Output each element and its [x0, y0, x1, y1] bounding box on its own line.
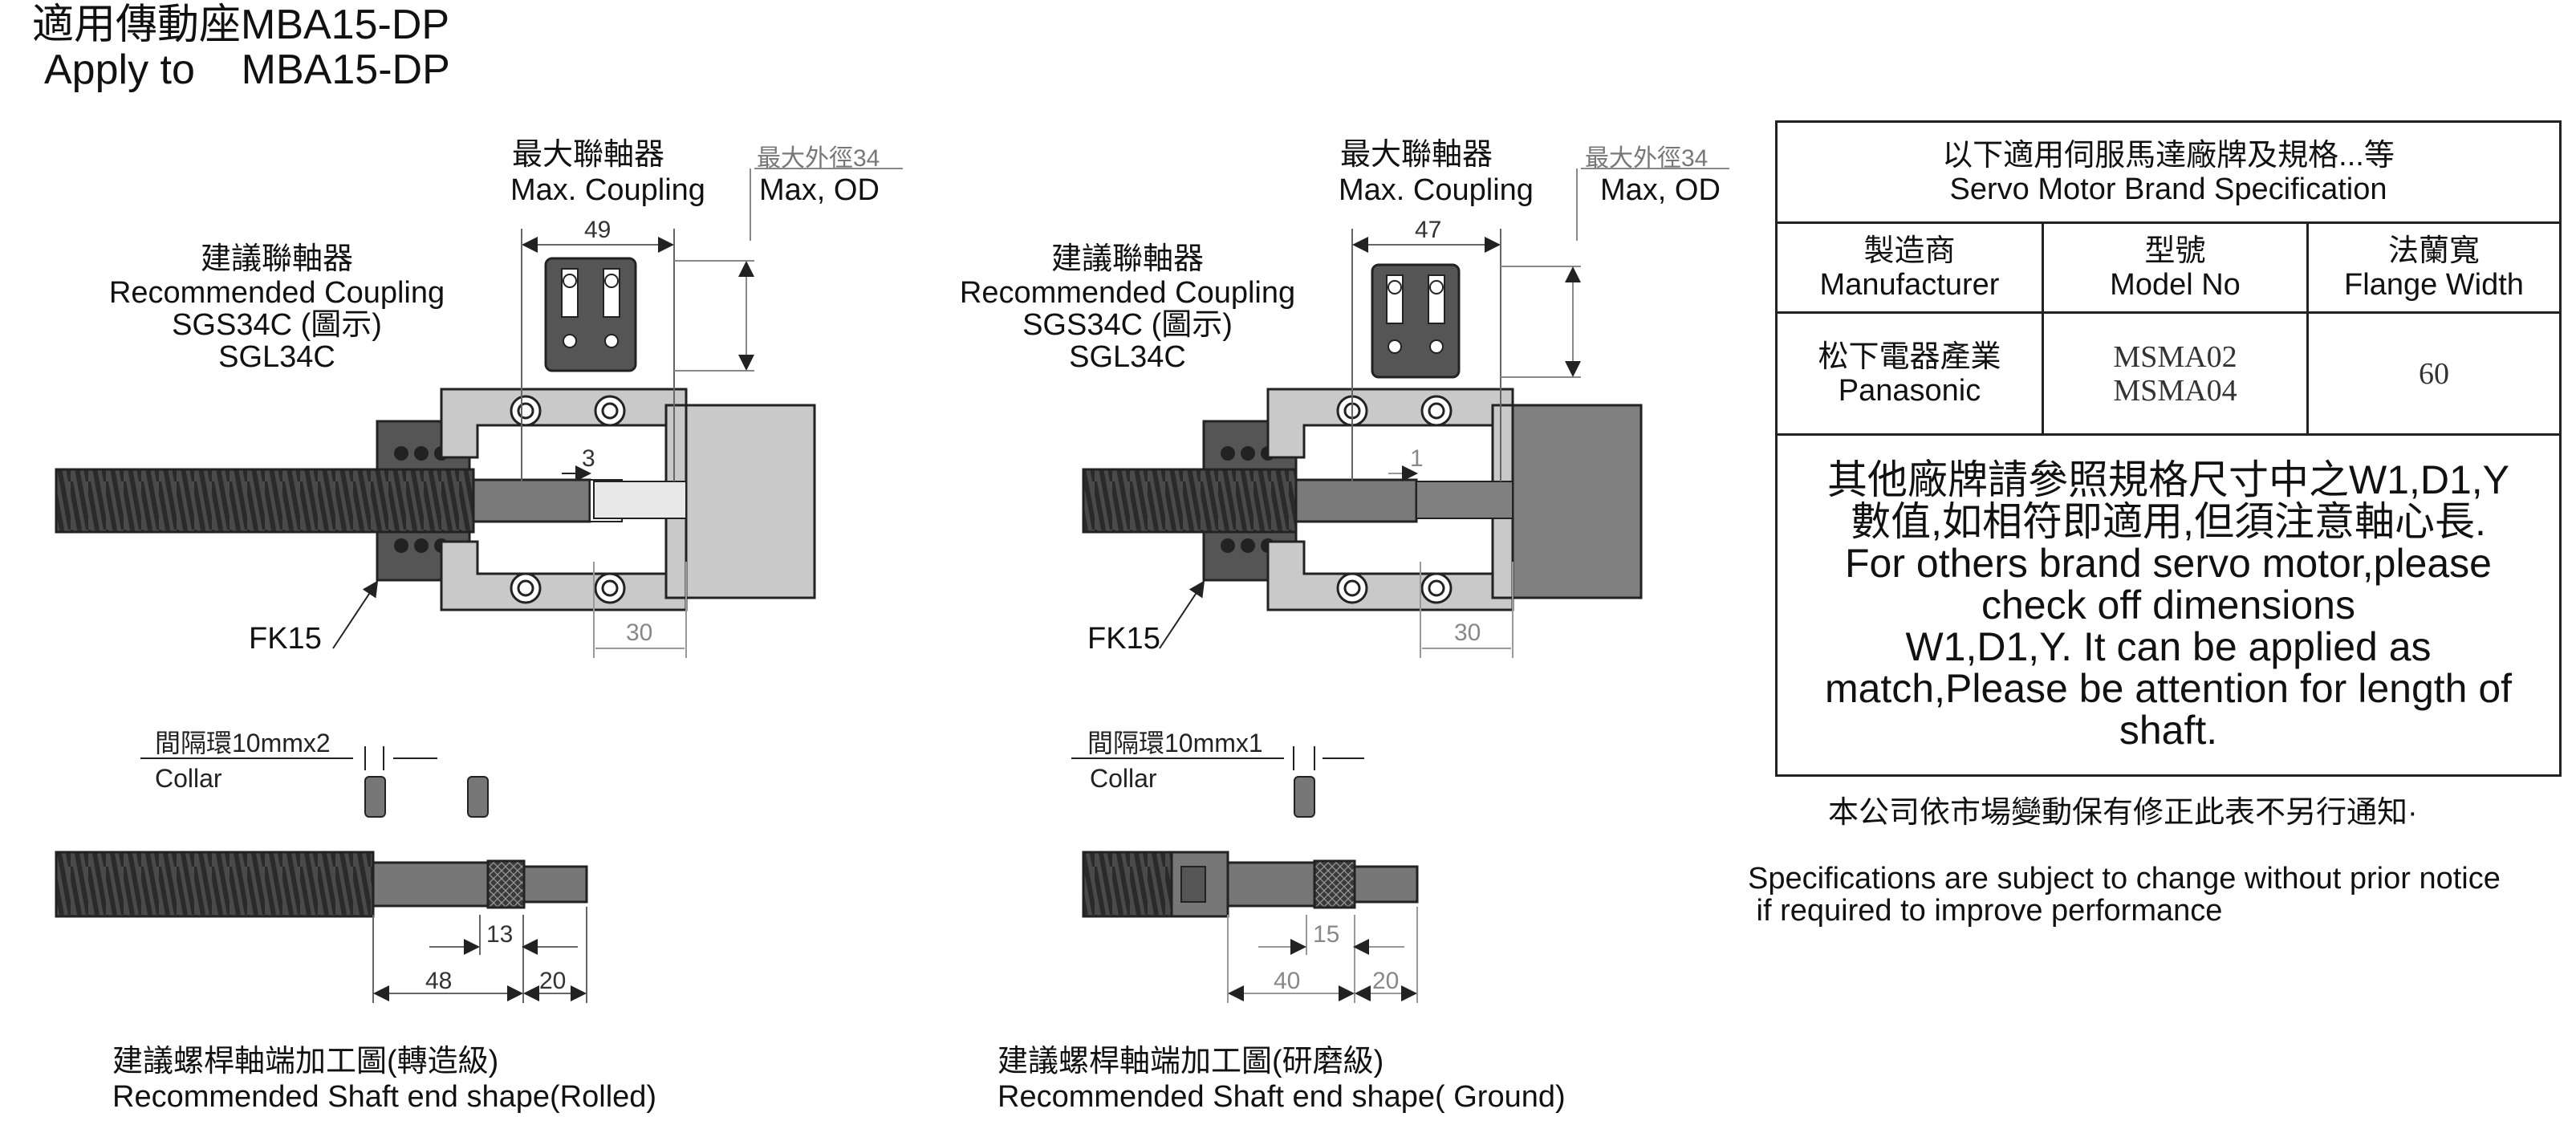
table-row: 松下電器產業 Panasonic MSMA02 MSMA04 60 — [1778, 314, 2559, 436]
left-collar-zh: 間隔環10mmx2 — [155, 729, 331, 757]
col-header-manufacturer: 製造商 Manufacturer — [1778, 224, 2044, 311]
right-collar-1 — [1294, 776, 1315, 818]
left-collar-1 — [364, 776, 386, 818]
left-od-leader — [674, 168, 903, 372]
left-shaft-plain — [372, 861, 494, 908]
left-rec-coupling-zh: 建議聯軸器 — [200, 242, 353, 276]
right-shaft-end — [1071, 746, 1419, 1003]
cell-manufacturer: 松下電器產業 Panasonic — [1778, 314, 2044, 433]
spec-note: 其他廠牌請參照規格尺寸中之W1,D1,Y 數值,如相符即適用,但須注意軸心長. … — [1824, 457, 2513, 753]
left-coupling-details — [561, 268, 620, 348]
right-fk-leader — [1159, 580, 1205, 649]
left-shaft-end — [55, 746, 588, 1003]
right-dim-47 — [1351, 229, 1501, 481]
left-fk-leader — [332, 580, 379, 649]
right-coupling-details — [1386, 274, 1445, 354]
left-dim-13-label: 13 — [486, 921, 514, 948]
spec-heading-zh: 以下適用伺服馬達廠牌及規格...等 — [1942, 138, 2395, 173]
left-collar-2 — [467, 776, 489, 818]
right-max-od-zh: 最大外徑34 — [1585, 145, 1709, 172]
right-dim-47-label: 47 — [1415, 217, 1442, 243]
left-shaft-title-zh: 建議螺桿軸端加工圖(轉造級) — [112, 1045, 499, 1078]
title-zh: 適用傳動座MBA15-DP — [32, 2, 450, 48]
right-dim-30-label: 30 — [1454, 619, 1481, 646]
left-screw-shaft — [472, 478, 591, 523]
left-dim-30 — [593, 562, 687, 658]
cell-model: MSMA02 MSMA04 — [2044, 314, 2309, 433]
left-motor — [685, 404, 816, 599]
left-collar-en: Collar — [155, 764, 222, 793]
right-max-coupling-zh: 最大聯軸器 — [1340, 138, 1493, 172]
right-max-od-en: Max, OD — [1600, 173, 1721, 207]
left-coupling-model-1: SGS34C (圖示) — [172, 308, 382, 342]
right-dim-30 — [1420, 562, 1514, 658]
spec-table: 以下適用伺服馬達廠牌及規格...等 Servo Motor Brand Spec… — [1775, 120, 2562, 777]
right-dim-20-label: 20 — [1372, 968, 1400, 994]
left-coupling-model-2: SGL34C — [218, 340, 335, 374]
col-header-model: 型號 Model No — [2044, 224, 2309, 311]
right-screw-thread — [1082, 468, 1298, 534]
cell-flange: 60 — [2419, 356, 2449, 391]
left-dim-49 — [521, 229, 675, 481]
left-dim-30-label: 30 — [626, 619, 653, 646]
right-shaft-tip — [1353, 865, 1419, 904]
left-shaft-title-en: Recommended Shaft end shape(Rolled) — [112, 1080, 657, 1114]
left-rec-coupling-en: Recommended Coupling — [108, 276, 445, 310]
right-motor-shaft — [1416, 481, 1514, 519]
left-shaft-thread — [55, 851, 375, 918]
left-max-coupling-en: Max. Coupling — [510, 173, 705, 207]
left-motor-shaft — [593, 481, 687, 519]
left-fk-label: FK15 — [249, 622, 322, 656]
right-shaft-thread — [1082, 851, 1173, 918]
right-dim-40-label: 40 — [1274, 968, 1301, 994]
right-coupling-model-2: SGL34C — [1069, 340, 1186, 374]
spec-heading-en: Servo Motor Brand Specification — [1949, 172, 2387, 206]
right-motor — [1511, 404, 1643, 599]
right-shaft-title-zh: 建議螺桿軸端加工圖(研磨級) — [997, 1045, 1384, 1078]
right-coupling-model-1: SGS34C (圖示) — [1022, 308, 1233, 342]
left-shaft-knurl — [486, 859, 526, 909]
right-rec-coupling-zh: 建議聯軸器 — [1050, 242, 1204, 276]
left-screw-thread — [55, 468, 475, 534]
left-shaft-tip — [522, 865, 588, 904]
left-max-od-zh: 最大外徑34 — [757, 145, 880, 172]
left-dim-3-label: 3 — [582, 445, 595, 472]
title-en: Apply to MBA15-DP — [44, 47, 450, 93]
right-shaft-slot — [1180, 866, 1206, 903]
spec-column-header-row: 製造商 Manufacturer 型號 Model No 法蘭寬 Flange … — [1778, 224, 2559, 314]
right-fk-label: FK15 — [1087, 622, 1160, 656]
notice-en-2: if required to improve performance — [1748, 894, 2223, 928]
right-coupling-body — [1371, 263, 1461, 379]
notice-zh: 本公司依市場變動保有修正此表不另行通知· — [1828, 796, 2418, 830]
right-collar-en: Collar — [1090, 764, 1157, 793]
left-housing-bolts — [510, 395, 626, 604]
right-shaft-title-en: Recommended Shaft end shape( Ground) — [997, 1080, 1566, 1114]
right-max-coupling-en: Max. Coupling — [1339, 173, 1534, 207]
right-rec-coupling-en: Recommended Coupling — [959, 276, 1296, 310]
left-dim-48-label: 48 — [425, 968, 453, 994]
spec-note-row: 其他廠牌請參照規格尺寸中之W1,D1,Y 數值,如相符即適用,但須注意軸心長. … — [1778, 436, 2559, 774]
right-shaft-plain — [1226, 861, 1318, 908]
left-dim-20-label: 20 — [539, 968, 567, 994]
right-od-leader — [1501, 168, 1729, 378]
right-dim-1-label: 1 — [1410, 445, 1424, 472]
left-dim-49-label: 49 — [584, 217, 611, 243]
left-assembly — [55, 168, 903, 658]
right-assembly — [1082, 168, 1729, 658]
left-max-od-en: Max, OD — [759, 173, 880, 207]
right-screw-shaft — [1294, 478, 1418, 523]
right-collar-zh: 間隔環10mmx1 — [1087, 729, 1263, 757]
spec-heading-row: 以下適用伺服馬達廠牌及規格...等 Servo Motor Brand Spec… — [1778, 123, 2559, 224]
col-header-flange: 法蘭寬 Flange Width — [2344, 234, 2524, 302]
notice-en-1: Specifications are subject to change wit… — [1748, 862, 2501, 896]
right-dim-15-label: 15 — [1313, 921, 1340, 948]
left-coupling-body — [544, 257, 637, 372]
right-shaft-knurl — [1313, 859, 1356, 909]
left-max-coupling-zh: 最大聯軸器 — [512, 138, 665, 172]
